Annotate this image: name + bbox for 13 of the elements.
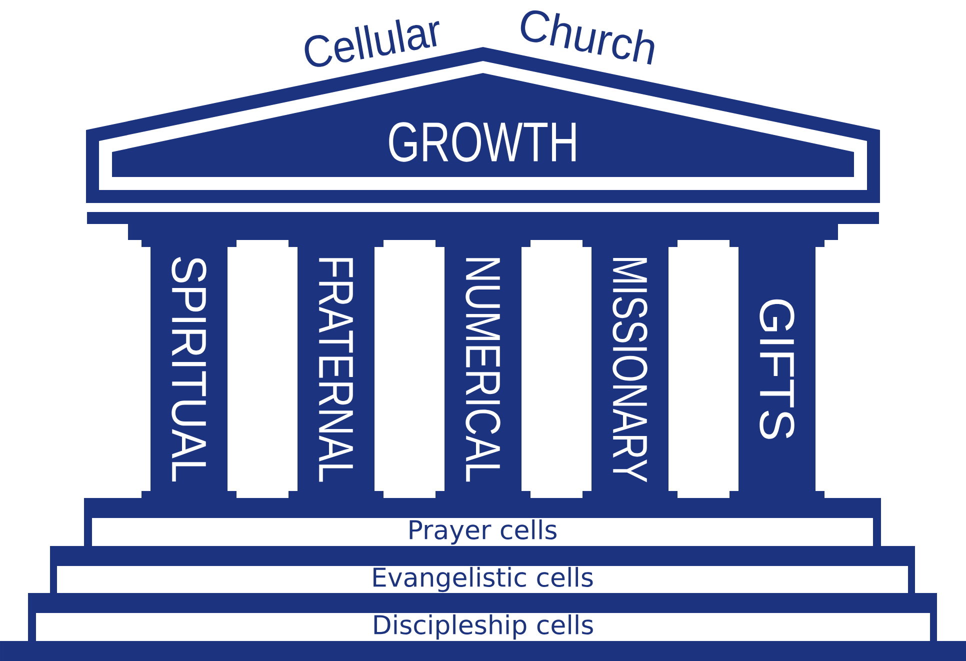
node-label: SPIRITUAL xyxy=(172,256,206,482)
column: FRATERNAL xyxy=(288,240,384,499)
column: NUMERICAL xyxy=(436,240,530,499)
node-label: NUMERICAL xyxy=(466,258,500,482)
column: GIFTS xyxy=(730,240,824,499)
node-label: MISSIONARY xyxy=(612,258,648,482)
node-label: GROWTH xyxy=(389,122,576,162)
column: MISSIONARY xyxy=(582,240,678,499)
step: Evangelistic cells xyxy=(50,546,915,594)
node-label: FRATERNAL xyxy=(319,258,353,482)
node-label: Prayer cells xyxy=(410,519,556,545)
node-label: GIFTS xyxy=(760,299,794,439)
column: SPIRITUAL xyxy=(142,240,236,499)
